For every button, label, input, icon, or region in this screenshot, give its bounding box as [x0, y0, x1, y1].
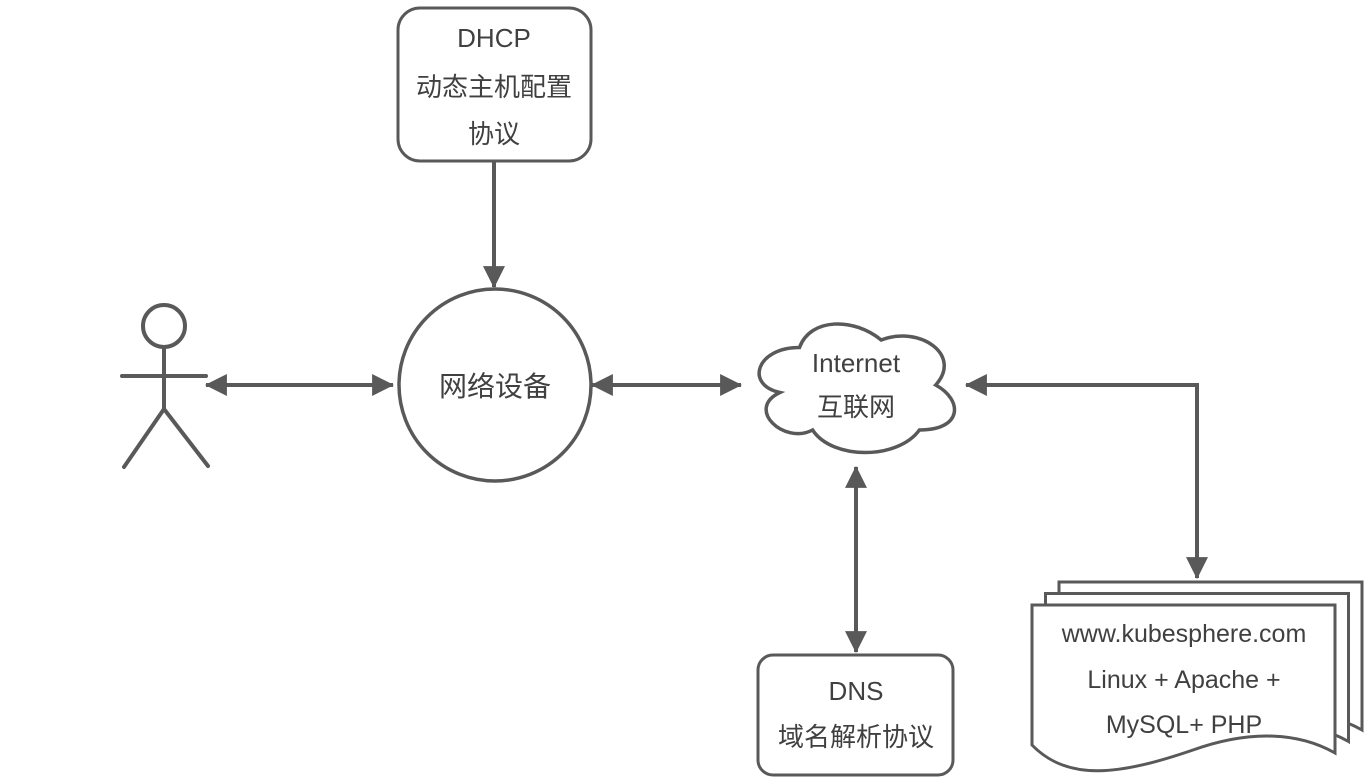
dhcp-label-line2: 协议 — [468, 119, 520, 149]
node-dhcp: DHCP 动态主机配置 协议 — [396, 6, 593, 163]
user-leg-right — [162, 407, 210, 468]
node-network-device: 网络设备 — [397, 287, 593, 483]
internet-label-cn: 互联网 — [817, 392, 895, 422]
user-figure-icon — [120, 303, 210, 469]
dns-label: 域名解析协议 — [778, 722, 934, 752]
node-web-server: www.kubesphere.com Linux + Apache + MySQ… — [1030, 580, 1364, 773]
node-internet: Internet 互联网 — [757, 322, 957, 455]
webserver-stack-line2: MySQL+ PHP — [1106, 711, 1262, 739]
dns-title: DNS — [829, 676, 884, 706]
node-dns: DNS 域名解析协议 — [756, 653, 955, 777]
user-head — [141, 303, 187, 349]
network-device-circle — [397, 287, 593, 483]
dhcp-title: DHCP — [457, 23, 531, 53]
webserver-url: www.kubesphere.com — [1061, 620, 1307, 648]
cloud-icon — [757, 322, 957, 455]
dhcp-box — [396, 6, 593, 163]
dhcp-label-line1: 动态主机配置 — [416, 72, 572, 102]
connector-internet-to-webserver — [964, 374, 1208, 580]
dns-box — [756, 653, 955, 777]
user-leg-left — [122, 407, 166, 469]
internet-label: Internet — [812, 348, 901, 378]
webserver-stack-line1: Linux + Apache + — [1087, 666, 1280, 694]
network-device-label: 网络设备 — [439, 371, 551, 402]
